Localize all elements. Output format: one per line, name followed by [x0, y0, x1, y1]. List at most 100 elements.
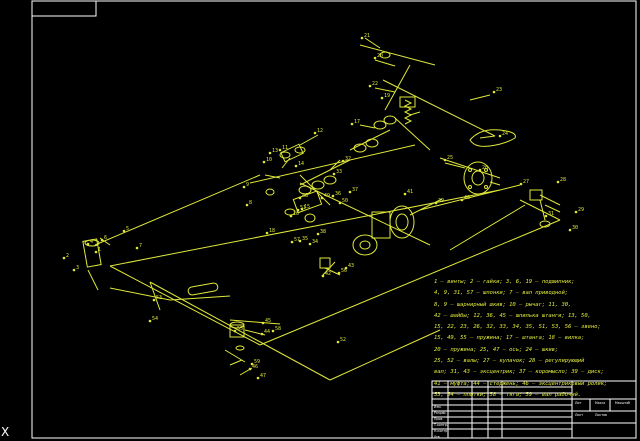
callout-dot: [62, 256, 66, 260]
part-number-label: 14: [298, 161, 304, 167]
part-number-label: 57: [294, 237, 300, 243]
part-number-label: 37: [352, 187, 358, 193]
part-number-label: 1: [98, 247, 101, 253]
callout-dot: [380, 96, 384, 100]
title-block-sheet-label: Листов: [595, 413, 607, 417]
callout-dot: [86, 242, 90, 246]
part-number-label: 55: [237, 326, 243, 332]
legend-line: 8, 9 — шарнирный шкив; 10 — рычаг; 11, 3…: [434, 301, 572, 308]
callout-dot: [298, 196, 302, 200]
callout-dot: [94, 250, 98, 254]
legend-line: 20 — пружина; 25, 47 — ось; 24 — шкив;: [434, 346, 559, 353]
callout-dot: [298, 239, 302, 243]
part-number-label: 15: [304, 204, 310, 210]
callout-dot: [268, 151, 272, 155]
title-block-row-label: Разраб.: [434, 411, 447, 415]
part-number-label: 34: [312, 239, 318, 245]
title-block-row-label: Н.контр.: [434, 429, 448, 433]
part-number-label: 21: [364, 33, 370, 39]
part-number-label: 5: [126, 226, 129, 232]
callout-dot: [544, 214, 548, 218]
part-number-label: 38: [320, 229, 326, 235]
title-block-sheet-label: Масштаб: [615, 401, 630, 405]
callout-dot: [478, 168, 482, 172]
legend-line: 25, 52 — валы; 27 — кулачок; 28 — регули…: [434, 358, 585, 365]
legend-line: 15, 49, 55 — пружина; 17 — штанга; 18 — …: [434, 335, 585, 342]
part-number-label: 13: [272, 148, 278, 154]
part-number-label: 47: [260, 373, 266, 379]
part-number-label: 30: [572, 225, 578, 231]
title-block-row-label: Пров.: [434, 417, 443, 421]
callout-dot: [348, 190, 352, 194]
callout-dot: [262, 160, 266, 164]
title-block-sheet-label: Лист: [575, 413, 583, 417]
part-number-label: 19: [384, 93, 390, 99]
part-number-label: 20: [377, 53, 383, 59]
callout-dot: [331, 194, 335, 198]
callout-dot: [344, 266, 348, 270]
part-number-label: 10: [266, 157, 272, 163]
part-number-label: 22: [372, 81, 378, 87]
callout-dot: [434, 201, 438, 205]
part-number-label: 25: [447, 155, 453, 161]
part-number-label: 29: [578, 207, 584, 213]
part-number-label: 39: [438, 198, 444, 204]
title-block-row-label: Т.контр.: [433, 423, 448, 427]
part-number-label: 36: [335, 191, 341, 197]
callout-dot: [574, 210, 578, 214]
legend-line: 15, 22, 23, 26, 32, 33, 34, 35, 51, 53, …: [434, 324, 601, 331]
callout-dot: [336, 340, 340, 344]
part-number-label: 32: [345, 156, 351, 162]
part-number-label: 46: [252, 364, 258, 370]
callout-dot: [321, 274, 325, 278]
callout-dot: [242, 185, 246, 189]
part-number-label: 33: [336, 169, 342, 175]
part-number-label: 43: [348, 263, 354, 269]
part-number-label: 11: [282, 145, 288, 151]
callout-dot: [332, 172, 336, 176]
callout-dot: [245, 203, 249, 207]
callout-dot: [256, 376, 260, 380]
callout-dot: [519, 182, 523, 186]
title-block-row-label: Изм.: [434, 405, 442, 409]
part-number-label: 35: [302, 236, 308, 242]
callout-dot: [341, 159, 345, 163]
part-callouts: 1234567891011121314151617181920212223242…: [62, 33, 584, 380]
mechanism-parts: [82, 51, 551, 363]
part-number-label: 53: [156, 295, 162, 301]
callout-dot: [337, 271, 341, 275]
part-number-label: 16: [293, 211, 299, 217]
legend-line: вал; 31, 43 — эксцентрик; 37 — коромысло…: [434, 369, 604, 376]
part-number-label: 6: [104, 235, 107, 241]
callout-dot: [460, 198, 464, 202]
callout-dot: [316, 232, 320, 236]
callout-dot: [338, 201, 342, 205]
title-block: [431, 380, 637, 439]
part-number-label: 18: [269, 228, 275, 234]
callout-dot: [556, 180, 560, 184]
part-number-label: 58: [275, 326, 281, 332]
callout-dot: [308, 242, 312, 246]
corner-stamp: [31, 0, 97, 17]
callout-dot: [568, 228, 572, 232]
part-number-label: 48: [302, 193, 308, 199]
callout-dot: [300, 207, 304, 211]
callout-dot: [492, 90, 496, 94]
callout-dot: [294, 164, 298, 168]
part-number-label: 3: [76, 265, 79, 271]
legend-line: 53, 54 — плитки; 58 — тяга; 59 — вал раб…: [434, 391, 582, 398]
callout-dot: [152, 298, 156, 302]
part-number-label: 45: [265, 318, 271, 324]
callout-dot: [271, 329, 275, 333]
callout-dot: [260, 332, 264, 336]
part-number-label: 49: [324, 193, 330, 199]
part-number-label: 12: [317, 128, 323, 134]
callout-dot: [148, 319, 152, 323]
callout-dot: [265, 231, 269, 235]
callout-dot: [248, 367, 252, 371]
part-number-label: 9: [246, 182, 249, 188]
callout-dot: [290, 240, 294, 244]
